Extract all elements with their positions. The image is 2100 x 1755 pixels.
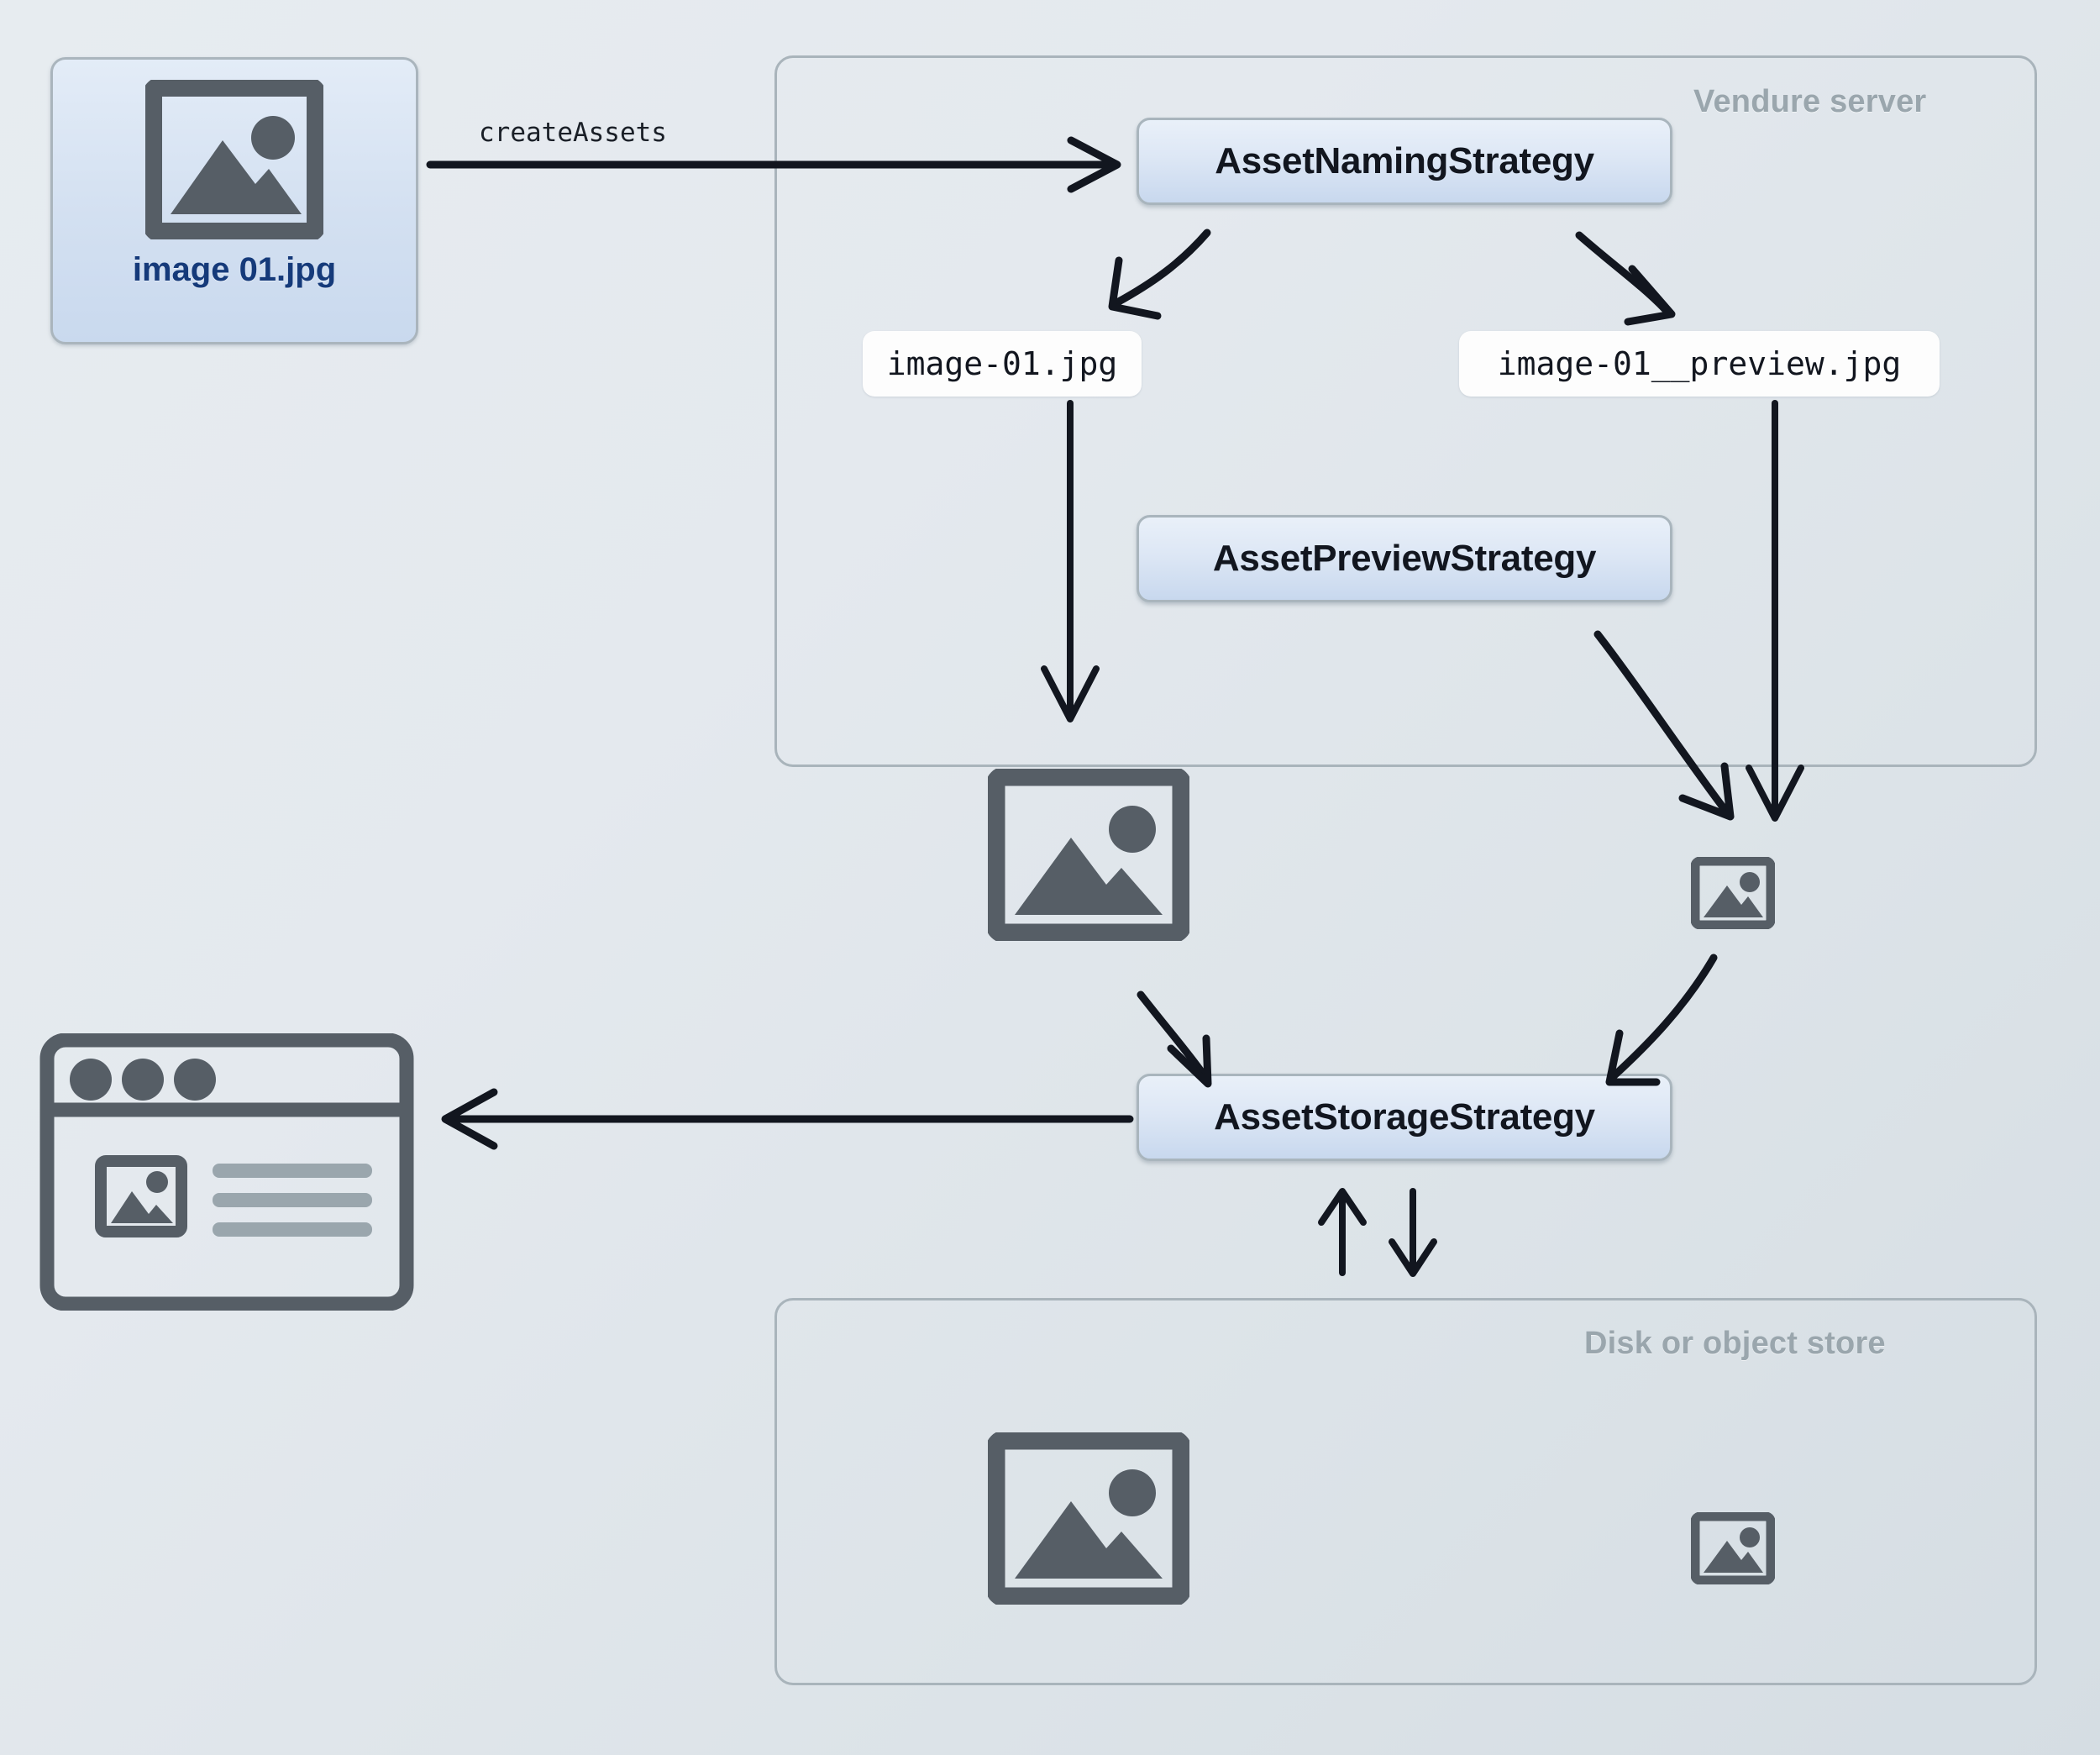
window-dot-1 [70,1059,112,1101]
container-disk-store-label: Disk or object store [1584,1326,1886,1361]
stored-full-image-icon [985,1430,1192,1607]
arrow-storage-to-disk-down [1389,1188,1437,1277]
source-asset-label: image 01.jpg [132,251,337,288]
window-dot-3 [174,1059,216,1101]
text-line-3 [213,1222,372,1237]
text-line-2 [213,1193,372,1207]
text-line-1 [213,1164,372,1178]
container-vendure-server-label: Vendure server [1693,84,1927,119]
container-vendure-server [774,55,2037,767]
strategy-asset-naming-strategy-label: AssetNamingStrategy [1215,140,1594,181]
chip-source-filename: image-01.jpg [863,331,1142,397]
chip-source-filename-label: image-01.jpg [886,345,1118,382]
browser-window-icon[interactable] [34,1033,414,1662]
edge-label-create-assets: createAssets [479,118,667,148]
strategy-asset-naming-strategy[interactable]: AssetNamingStrategy [1137,118,1672,205]
chip-preview-filename: image-01__preview.jpg [1459,331,1940,397]
strategy-asset-preview-strategy-label: AssetPreviewStrategy [1212,538,1597,579]
strategy-asset-storage-strategy[interactable]: AssetStorageStrategy [1137,1074,1672,1161]
server-preview-image-icon [1690,856,1776,930]
server-full-image-icon [985,766,1192,943]
strategy-asset-storage-strategy-label: AssetStorageStrategy [1214,1096,1595,1138]
arrow-preview-image-to-storage-strategy [1605,954,1718,1086]
container-disk-store [774,1298,2037,1685]
thumbnail-image-icon [95,1155,187,1237]
window-dot-2 [122,1059,164,1101]
stored-preview-image-icon [1690,1511,1776,1585]
arrow-disk-to-storage-up [1318,1188,1367,1276]
arrow-storage-to-browser [441,1088,1134,1150]
strategy-asset-preview-strategy[interactable]: AssetPreviewStrategy [1137,515,1672,602]
image-icon [142,76,327,243]
arrow-image-to-storage-strategy [1137,990,1212,1088]
source-asset-card[interactable]: image 01.jpg [50,57,418,344]
chip-preview-filename-label: image-01__preview.jpg [1497,345,1902,382]
